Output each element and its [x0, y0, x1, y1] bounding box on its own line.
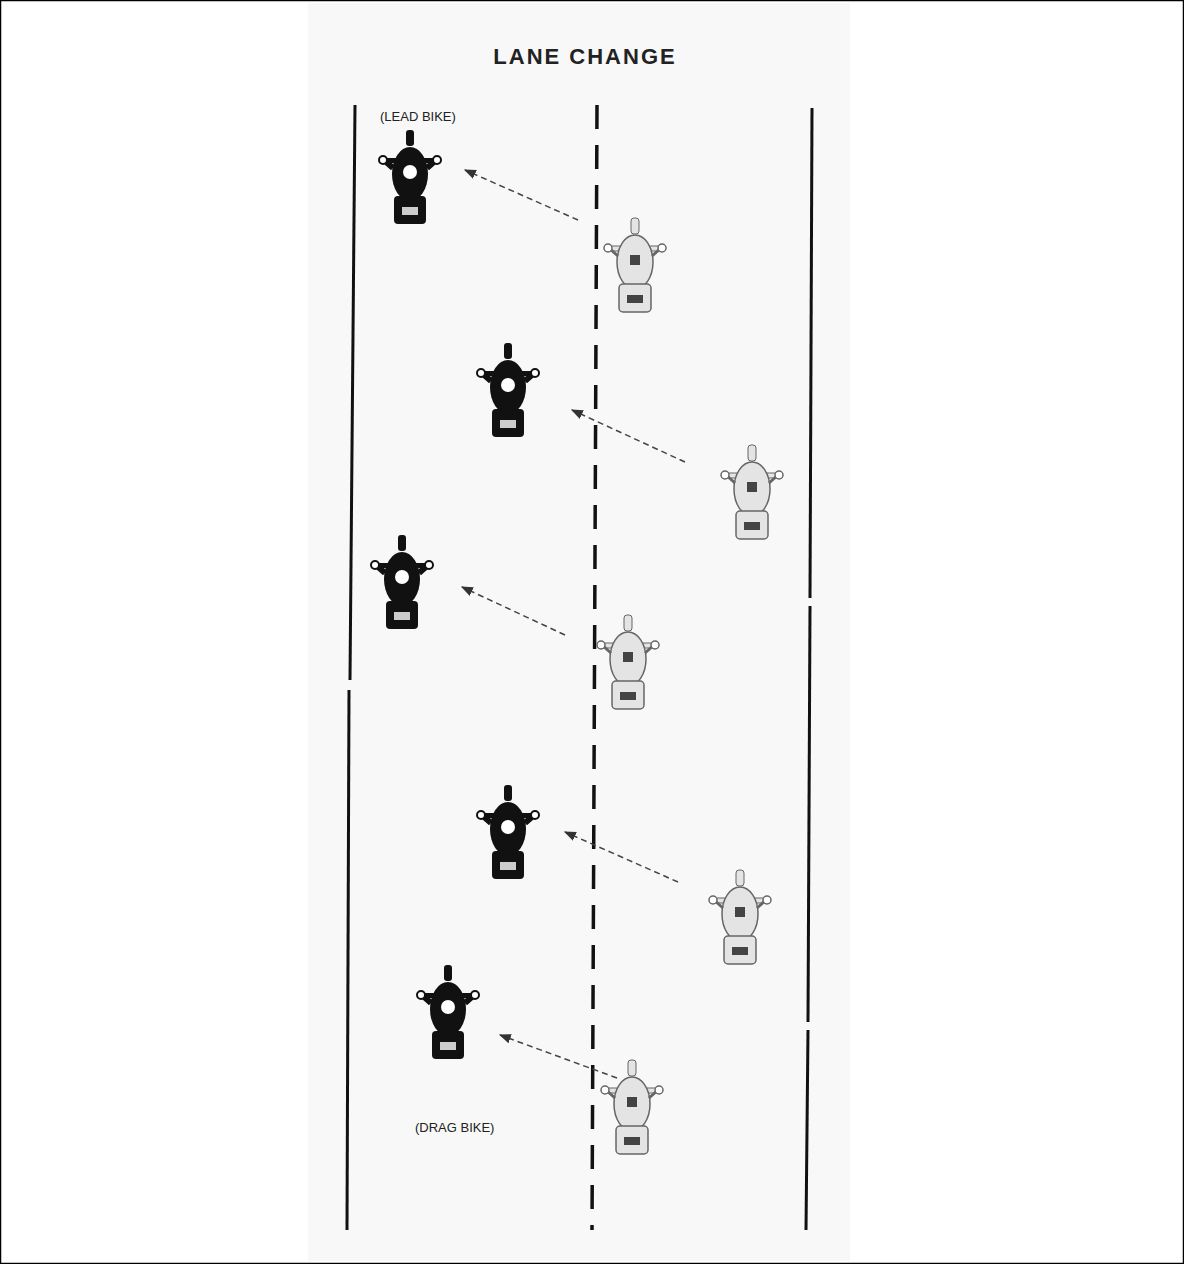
diagram-title: LANE CHANGE	[493, 44, 676, 70]
bike-label: (LEAD BIKE)	[380, 109, 456, 124]
bike-label: (DRAG BIKE)	[415, 1120, 494, 1135]
